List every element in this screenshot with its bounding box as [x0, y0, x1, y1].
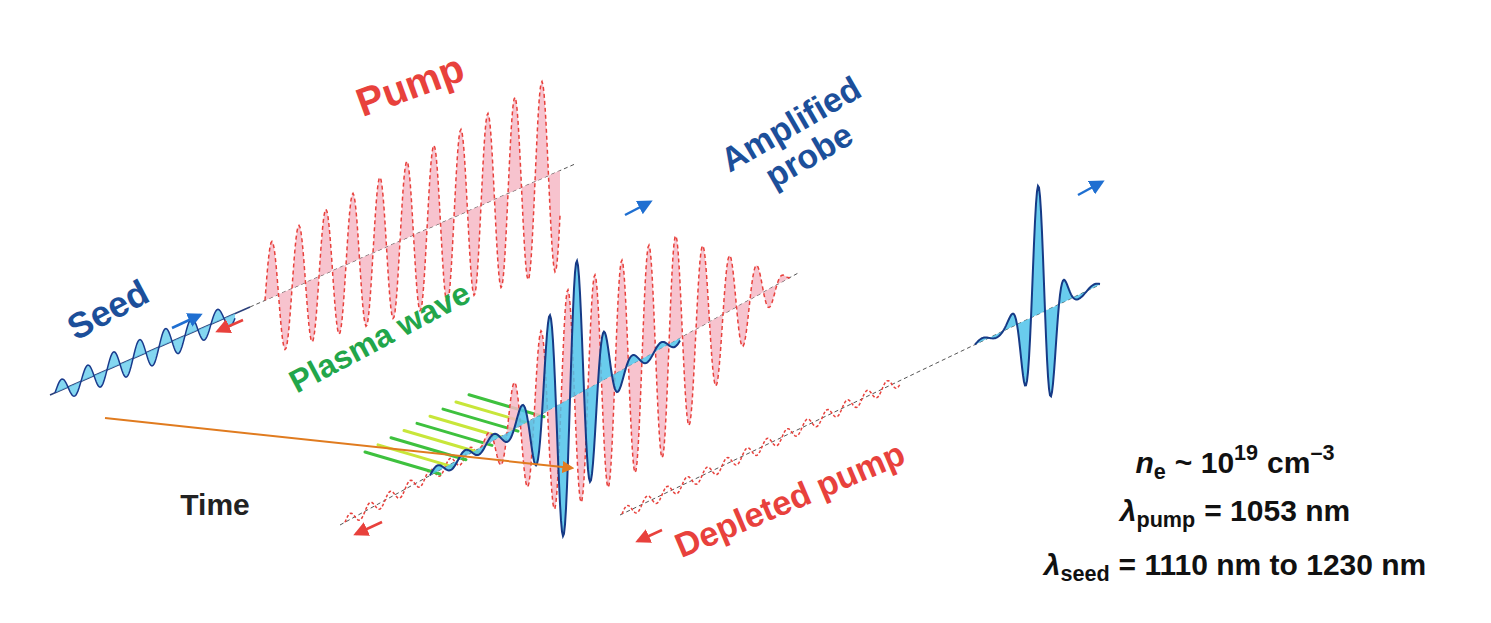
parameter-text: 19 — [1234, 440, 1258, 465]
parameter-text: cm — [1267, 446, 1310, 479]
parameter-text: λ — [1120, 494, 1137, 527]
parameter-text: ~ 10 — [1175, 446, 1234, 479]
parameter-text: n — [1136, 446, 1154, 479]
amplified-probe-wave — [975, 186, 1100, 396]
parameter-text: = 1053 nm — [1204, 494, 1350, 527]
axis-label: Time — [180, 489, 249, 521]
parameter-line: λpump = 1053 nm — [990, 494, 1480, 533]
propagation-arrow — [1078, 182, 1102, 195]
wave-label: Depleted pump — [670, 436, 910, 565]
parameter-line: λseed = 1110 nm to 1230 nm — [990, 548, 1480, 587]
parameter-text: seed — [1060, 561, 1109, 586]
wave-label: Seed — [61, 273, 155, 347]
propagation-arrow — [218, 320, 243, 331]
parameter-text: = 1110 nm to 1230 nm — [1119, 548, 1427, 581]
parameter-text: e — [1154, 459, 1166, 484]
pump-wave — [480, 236, 790, 509]
propagation-arrow — [172, 315, 200, 328]
parameter-text: λ — [1044, 548, 1061, 581]
parameter-text: pump — [1136, 507, 1195, 532]
propagation-arrow — [625, 202, 650, 215]
wave-label: Amplified probe — [696, 59, 905, 221]
parameter-line: ne ~ 1019 cm–3 — [990, 440, 1480, 485]
propagation-arrow — [638, 530, 662, 541]
parameter-text: –3 — [1310, 440, 1334, 465]
propagation-arrow — [356, 522, 382, 534]
time-arrow — [105, 418, 572, 468]
wave-label: Pump — [351, 46, 470, 123]
